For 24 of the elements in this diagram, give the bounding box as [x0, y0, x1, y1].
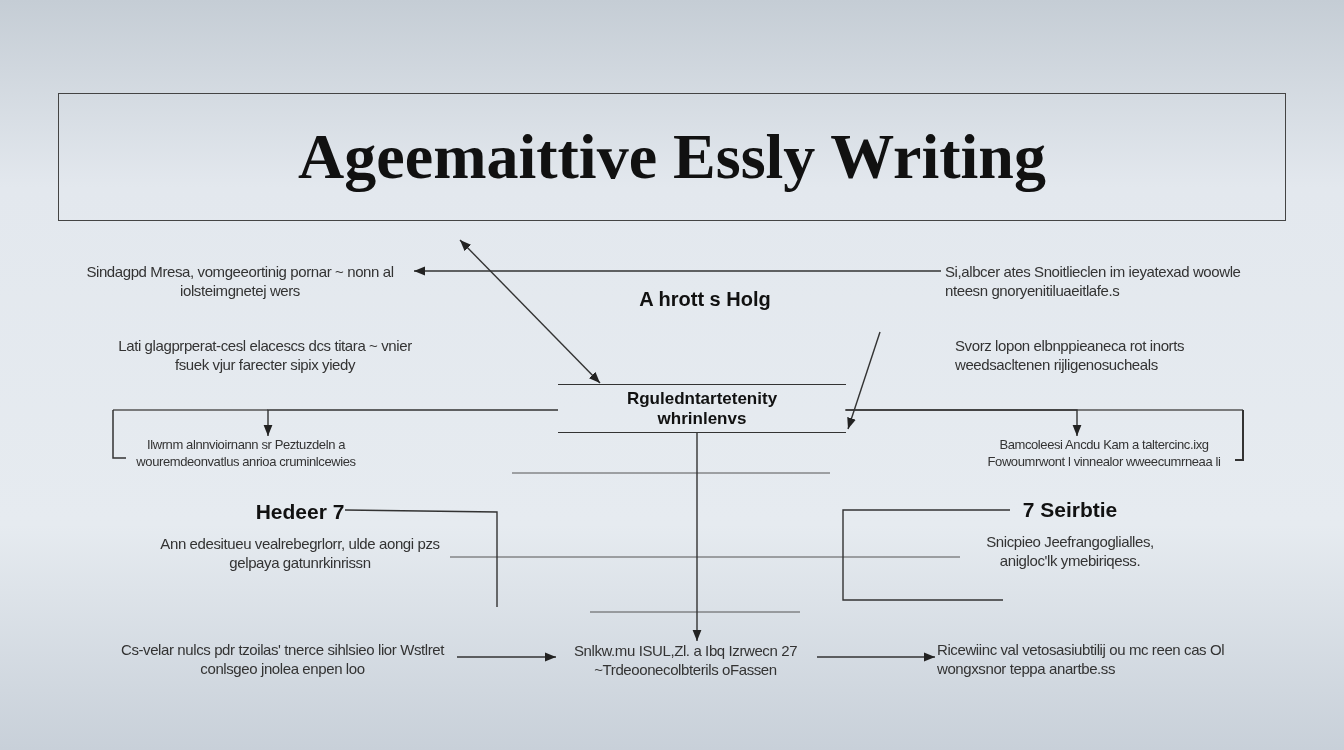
note-text: Ann edesitueu vealrebegrlorr, ulde aongi pzs gelpaya gatunrkinrissn — [160, 534, 440, 572]
note-text: Svorz lopon elbnppieaneca rot inorts weedsacltenen rijligenosucheals — [955, 336, 1186, 374]
arrow — [263, 409, 559, 437]
arrow — [847, 331, 881, 430]
note-text: Lati glagprperat-cesl elacescs dcs titara ~ vnier fsuek vjur farecter sipix yiedy — [117, 336, 413, 374]
heading-bar: Rguledntartetenity whrinlenvs — [558, 384, 846, 433]
arrow — [816, 652, 936, 662]
arrow — [459, 239, 601, 384]
note-text: Snicpieo Jeefrangoglialles, anigloc'lk ymebiriqess. — [985, 532, 1155, 570]
note-text: Ricewiinc val vetosasiubtilij ou mc reen cas Ol wongxsnor teppa anartbe.ss — [937, 640, 1226, 678]
arrow — [413, 266, 942, 276]
arrow — [692, 432, 702, 642]
note-text: Snlkw.mu ISUL,Zl. a Ibq Izrwecn 27 ~Trdeoonecolbterils oFassen — [572, 641, 799, 679]
arrow — [845, 409, 1082, 437]
title: Ageemaittive Essly Writing — [298, 120, 1046, 194]
heading: Hedeer 7 — [254, 500, 346, 524]
note-text: Ilwrnm alnnvioirnann sr Peztuzdeln a wouremdeonvatlus anrioa cruminlcewies — [135, 436, 357, 470]
note-text: Bamcoleesi Ancdu Kam a taltercinc.ixg Fowoumrwont l vinnealor wweecumrneaa li — [986, 436, 1222, 470]
arrow — [456, 652, 557, 662]
note-text: Si,albcer ates Snoitlieclen im ieyatexad woowle nteesn gnoryenitiluaeitlafe.s — [945, 262, 1242, 300]
heading: 7 Seirbtie — [1021, 498, 1119, 522]
heading: A hrott s Holg — [638, 288, 772, 311]
note-text: Sindagpd Mresa, vomgeeortinig pornar ~ nonn al iolsteimgnetej wers — [85, 262, 395, 300]
note-text: Cs-velar nulcs pdr tzoilas' tnerce sihlsieo lior Wstlret conlsgeo jnolea enpen loo — [119, 640, 446, 678]
